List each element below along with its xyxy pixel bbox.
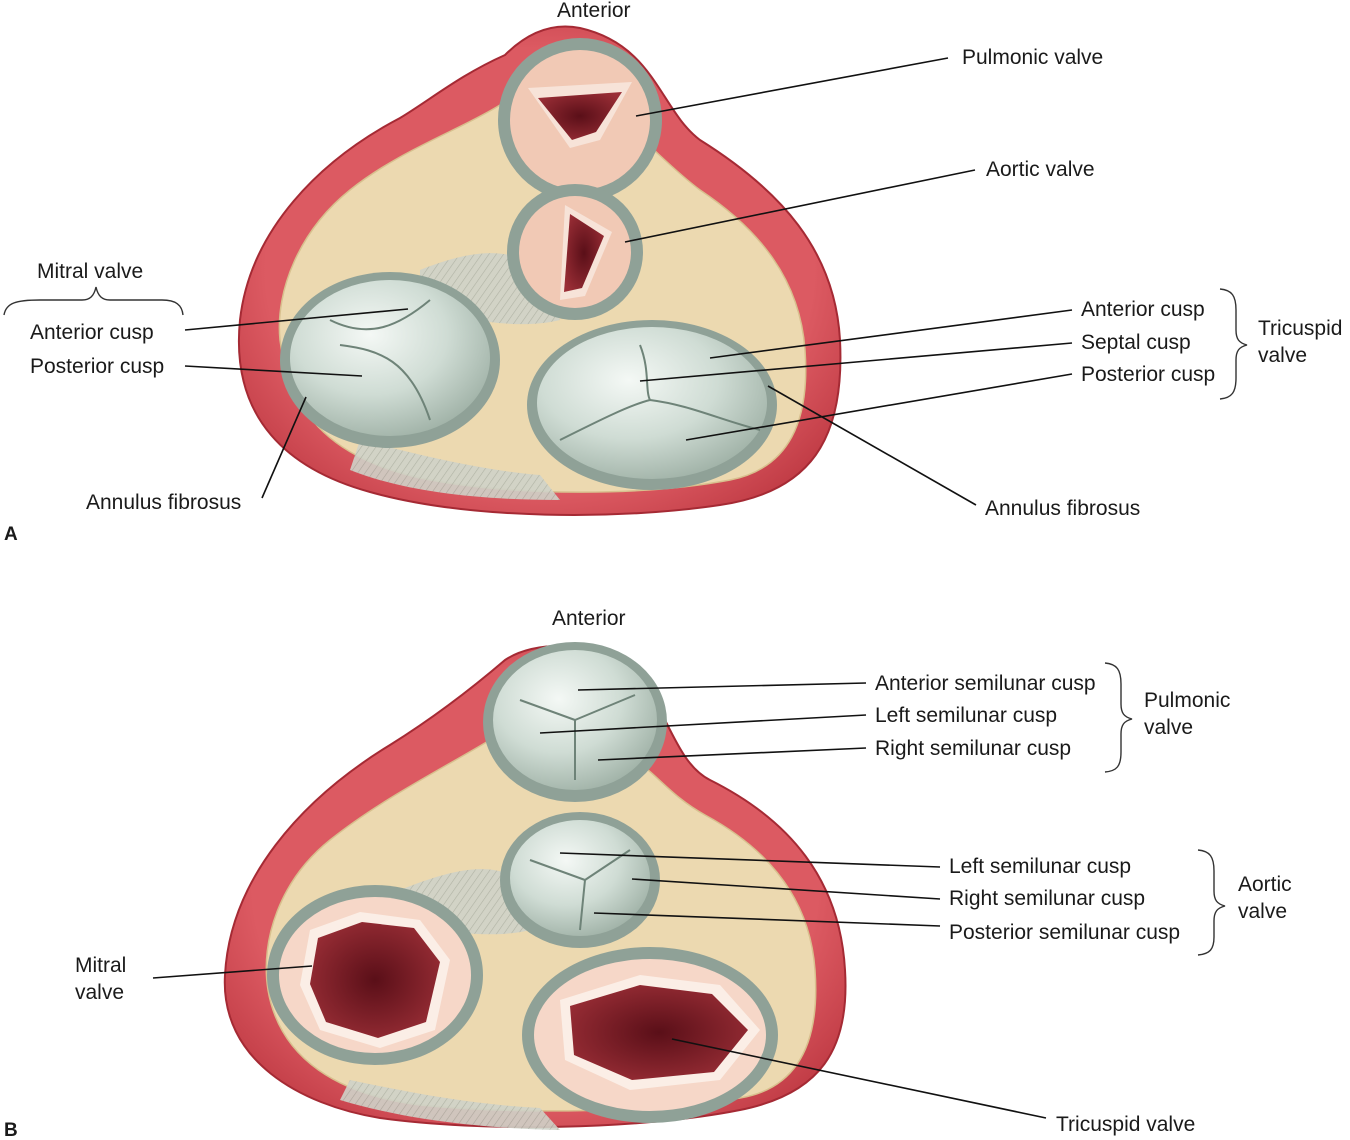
leader-annulus-left bbox=[261, 396, 307, 499]
label-aortic-posterior-cusp: Posterior semilunar cusp bbox=[949, 921, 1180, 944]
panel-b-mitral-valve bbox=[267, 885, 483, 1065]
label-tricuspid-anterior-cusp: Anterior cusp bbox=[1081, 298, 1205, 321]
panel-a-fibrous-strands bbox=[350, 253, 560, 500]
leader-tricuspid-anterior-cusp bbox=[709, 309, 1073, 359]
mitral-valve-brace bbox=[3, 286, 184, 316]
panel-a-pulmonic-valve bbox=[498, 38, 662, 202]
panel-a-illustration bbox=[237, 25, 842, 516]
leader-aortic-valve bbox=[624, 169, 976, 243]
leader-aortic-posterior-cusp bbox=[593, 912, 941, 927]
leader-pulmonic-valve bbox=[635, 57, 949, 117]
label-annulus-right: Annulus fibrosus bbox=[985, 497, 1140, 520]
label-pulm-right-cusp: Right semilunar cusp bbox=[875, 737, 1071, 760]
leader-mitral-valve bbox=[152, 965, 313, 979]
label-mitral-1: Mitral bbox=[75, 954, 126, 977]
label-mitral-2: valve bbox=[75, 981, 124, 1004]
leader-pulm-anterior-cusp bbox=[577, 682, 867, 691]
panel-a-anterior-label: Anterior bbox=[557, 0, 631, 22]
panel-a-label: A bbox=[4, 524, 18, 545]
label-pulm-left-cusp: Left semilunar cusp bbox=[875, 704, 1057, 727]
label-mitral-anterior-cusp: Anterior cusp bbox=[30, 321, 154, 344]
label-tricuspid-group-2: valve bbox=[1258, 344, 1307, 367]
leader-mitral-posterior-cusp bbox=[184, 365, 363, 377]
leader-mitral-anterior-cusp bbox=[184, 308, 409, 331]
pulmonic-valve-brace bbox=[1104, 662, 1133, 773]
label-tricuspid-septal-cusp: Septal cusp bbox=[1081, 331, 1191, 354]
label-pulmonic-group-2: valve bbox=[1144, 716, 1193, 739]
panel-b-label: B bbox=[4, 1120, 18, 1140]
label-tricuspid-group-1: Tricuspid bbox=[1258, 317, 1342, 340]
label-aortic-group-1: Aortic bbox=[1238, 873, 1292, 896]
panel-b-anterior-label: Anterior bbox=[552, 607, 626, 630]
leader-aortic-right-cusp bbox=[631, 878, 941, 900]
panel-a-tricuspid-valve bbox=[527, 320, 777, 490]
label-tricuspid-valve: Tricuspid valve bbox=[1056, 1113, 1195, 1136]
label-mitral-valve-group: Mitral valve bbox=[37, 260, 143, 283]
panel-b-pulmonic-valve bbox=[483, 642, 667, 802]
aortic-valve-brace bbox=[1197, 849, 1226, 956]
label-aortic-left-cusp: Left semilunar cusp bbox=[949, 855, 1131, 878]
label-pulm-anterior-cusp: Anterior semilunar cusp bbox=[875, 672, 1096, 695]
label-aortic-group-2: valve bbox=[1238, 900, 1287, 923]
tricuspid-valve-brace bbox=[1219, 288, 1248, 400]
panel-a-aortic-valve bbox=[507, 184, 643, 320]
panel-a-mitral-valve bbox=[280, 272, 500, 448]
leader-annulus-right bbox=[767, 385, 977, 506]
leader-pulm-left-cusp bbox=[539, 714, 867, 734]
label-mitral-posterior-cusp: Posterior cusp bbox=[30, 355, 164, 378]
label-annulus-left: Annulus fibrosus bbox=[86, 491, 241, 514]
label-aortic-right-cusp: Right semilunar cusp bbox=[949, 887, 1145, 910]
leader-tricuspid-septal-cusp bbox=[639, 342, 1073, 382]
label-pulmonic-valve: Pulmonic valve bbox=[962, 46, 1103, 69]
leader-pulm-right-cusp bbox=[597, 747, 867, 761]
leader-tricuspid-posterior-cusp bbox=[685, 373, 1073, 441]
label-pulmonic-group-1: Pulmonic bbox=[1144, 689, 1230, 712]
leader-aortic-left-cusp bbox=[559, 852, 941, 868]
panel-b-illustration bbox=[223, 642, 847, 1130]
leader-tricuspid-valve bbox=[671, 1038, 1047, 1119]
label-aortic-valve: Aortic valve bbox=[986, 158, 1095, 181]
panel-b-tricuspid-valve bbox=[522, 947, 778, 1123]
label-tricuspid-posterior-cusp: Posterior cusp bbox=[1081, 363, 1215, 386]
